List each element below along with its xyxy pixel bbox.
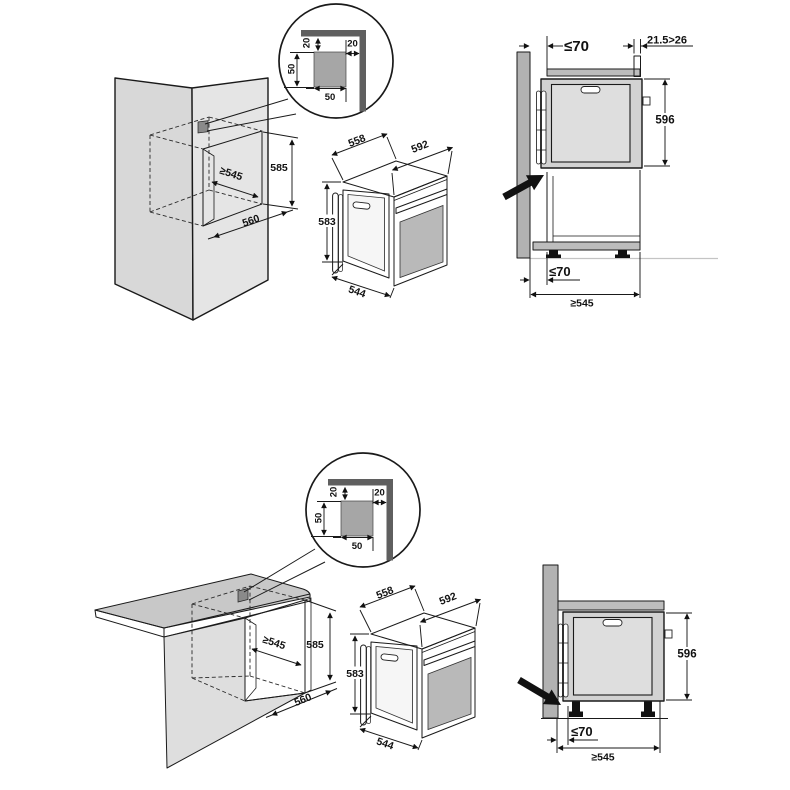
detail-square-width-label: 50	[325, 92, 336, 103]
detail-gap-side-label: 20	[347, 39, 358, 50]
side-section-view-bottom: 596 ≤70 ≥545	[517, 564, 700, 764]
dim-oven-front-width-label: 544	[375, 735, 396, 752]
dim-clearance-bottom-label: ≤70	[549, 264, 571, 279]
adjacent-wall-panel	[516, 51, 531, 259]
oven-dimension-view-bottom: 558 592 583 544	[345, 584, 481, 753]
dim-clearance-top-label: ≤70	[564, 38, 589, 55]
dim-oven-depth-label: 558	[375, 584, 396, 602]
dim-niche-height-label: 585	[306, 639, 324, 651]
detail-gap-top-label: 20	[329, 487, 340, 498]
corner-detail-callout-bottom: 20 20 50 50	[243, 453, 420, 601]
niche-opening	[244, 599, 306, 702]
oven-dimension-view-top: 558 592 583 544	[317, 132, 453, 301]
dim-niche-depth-label: ≥545	[261, 634, 287, 653]
callout-leader-lines	[243, 548, 326, 601]
dim-side-oven-height-label: 596	[655, 115, 674, 127]
oven-foot	[641, 701, 655, 717]
dim-oven-height-label: 583	[318, 216, 336, 228]
insertion-arrow-icon	[517, 677, 561, 705]
dim-oven-front-width-label: 544	[347, 283, 368, 300]
dim-side-depth-label: ≥545	[591, 752, 614, 764]
detail-square-height-label: 50	[314, 513, 325, 524]
dim-side-oven-height-label: 596	[677, 649, 696, 661]
vent-location-mark	[237, 588, 249, 603]
worktop-profile	[557, 600, 665, 611]
detail-gap-top-label: 20	[302, 38, 313, 49]
cabinet-foot	[546, 250, 561, 258]
undercounter-installation-view: 585 ≥545 560 20 20 50 50 558 592	[94, 453, 700, 769]
dim-trim-gap-label: 21.5>26	[647, 35, 687, 47]
dim-oven-width-label: 592	[410, 138, 431, 156]
dim-clearance-bottom-label: ≤70	[571, 724, 593, 739]
tall-cabinet	[114, 77, 269, 321]
callout-leader-lines	[204, 98, 297, 132]
dim-niche-width-label: 560	[241, 212, 262, 229]
dim-side-depth-label: ≥545	[570, 298, 593, 310]
detail-gap-side-label: 20	[374, 488, 385, 499]
vent-location-mark	[197, 120, 209, 134]
dim-oven-width-label: 592	[438, 590, 459, 608]
niche-hidden-edges	[191, 585, 306, 702]
detail-square-height-label: 50	[287, 64, 298, 75]
dim-oven-height-label: 583	[346, 668, 364, 680]
oven-side-profile	[557, 611, 673, 702]
oven-foot	[569, 701, 583, 717]
detail-square-width-label: 50	[352, 541, 363, 552]
cabinet-foot	[615, 250, 630, 258]
cabinet-top-trim	[633, 55, 641, 77]
insertion-arrow-icon	[502, 175, 544, 201]
corner-detail-callout-top: 20 20 50 50	[204, 4, 393, 132]
column-installation-view: 585 ≥545 560 20 20 50 50 558 592 583 544	[114, 4, 718, 753]
oven-side-profile	[535, 78, 651, 169]
dim-niche-height-label: 585	[270, 162, 288, 174]
worktop-cabinet	[94, 573, 312, 769]
dim-oven-depth-label: 558	[347, 132, 368, 150]
